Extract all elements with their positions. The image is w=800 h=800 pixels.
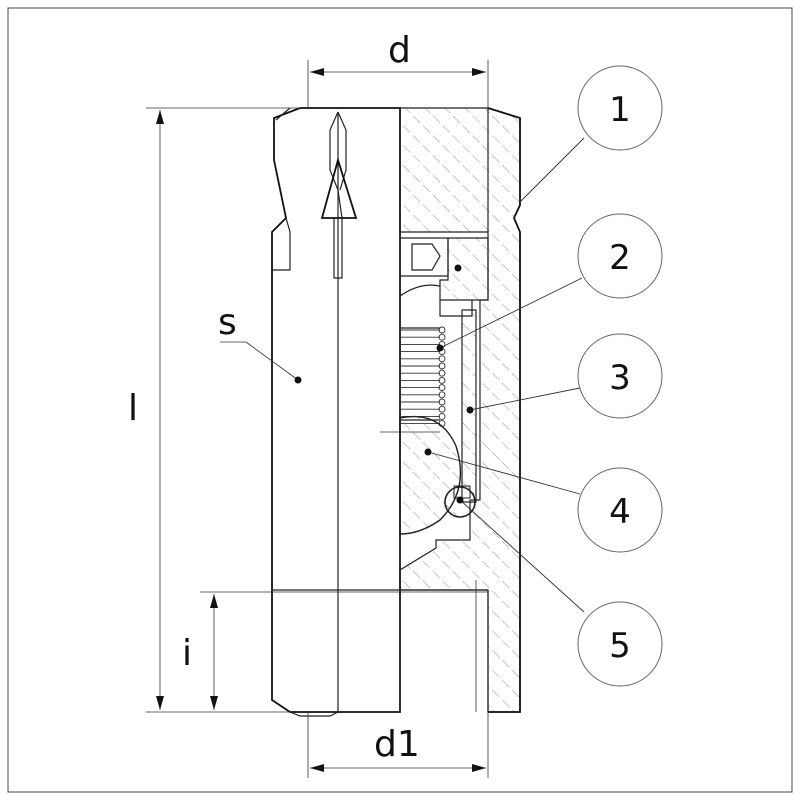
leader-dot <box>454 264 462 272</box>
label-s-group: s <box>218 302 302 384</box>
valve-body-exterior <box>271 107 401 717</box>
callout-label: 1 <box>609 90 631 130</box>
spring-coil <box>400 376 446 384</box>
spring-coil <box>400 362 446 370</box>
callout-5: 5 <box>456 496 663 687</box>
callout-label: 5 <box>609 626 631 666</box>
dimension-l: l <box>128 107 300 713</box>
callout-2: 2 <box>436 213 663 352</box>
valve-disc <box>380 415 462 535</box>
label-s: s <box>218 302 237 343</box>
callout-label: 3 <box>609 358 631 398</box>
callout-3: 3 <box>466 333 663 419</box>
flow-arrow-icon <box>320 156 358 219</box>
callout-label: 2 <box>609 238 631 278</box>
spring-coil <box>400 391 446 399</box>
callout-1: 1 <box>519 65 663 203</box>
spring-guide <box>399 237 489 317</box>
spring <box>400 326 446 428</box>
label-d1: d1 <box>374 724 420 765</box>
spring-coil <box>400 405 446 413</box>
sleeve <box>461 309 477 503</box>
label-l: l <box>128 388 138 429</box>
spring-coil <box>400 355 446 363</box>
dimension-d: d <box>307 30 489 108</box>
spring-coil <box>400 369 446 377</box>
spring-coil <box>400 333 446 341</box>
spring-coil <box>400 384 446 392</box>
callout-4: 4 <box>424 448 663 553</box>
spring-coil <box>400 398 446 406</box>
label-d: d <box>388 30 411 71</box>
spring-coil <box>400 326 446 334</box>
callout-label: 4 <box>609 492 631 532</box>
callout-group: 1 2 3 4 5 <box>424 65 663 687</box>
label-i: i <box>182 633 192 674</box>
dimension-i: i <box>182 591 488 710</box>
drawing-frame <box>7 7 793 793</box>
valve-body-section <box>399 107 521 713</box>
dimension-d1: d1 <box>307 712 489 778</box>
